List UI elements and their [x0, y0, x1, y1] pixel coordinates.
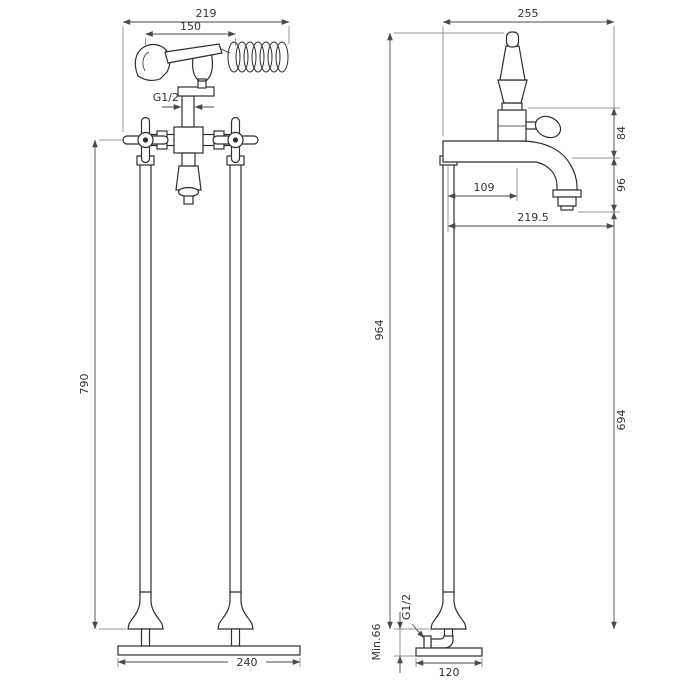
side-view-dimensions: 255 84 96 694 109 219.5 964 G1/2 Min.66 [370, 7, 628, 679]
left-cross-handle [122, 116, 169, 164]
front-spout-aerator [183, 195, 194, 205]
front-view [117, 41, 301, 656]
left-pipe-tail [140, 628, 151, 647]
body-collar-side [501, 102, 523, 111]
floor-mounting-plate-side [415, 647, 483, 657]
mixer-body [173, 126, 204, 154]
dim-label-inlet-thread: G1/2 [400, 594, 413, 620]
handshower-face-line [142, 51, 150, 72]
handle-stem-side [525, 121, 537, 130]
dim-label-overall-depth: 255 [518, 7, 539, 20]
shower-hose-coil [220, 41, 289, 73]
handshower-grip-side [505, 31, 520, 48]
right-riser-pipe [229, 155, 242, 595]
cradle-tee [177, 86, 215, 97]
dim-label-spout-reach: 219.5 [517, 211, 549, 224]
right-pipe-tail [230, 628, 241, 647]
floor-escutcheon-side [430, 591, 467, 630]
side-view [415, 31, 582, 657]
mixer-body-side [497, 109, 527, 142]
riser-pipe-side [442, 155, 455, 595]
left-floor-escutcheon [127, 591, 164, 630]
dim-label-handle-height: 790 [78, 374, 91, 395]
dim-label-base-width: 240 [237, 656, 258, 669]
dim-label-base-depth: 120 [439, 666, 460, 679]
front-view-dimensions: 219 150 G1/2 790 240 [78, 7, 301, 669]
front-spout-rim [177, 186, 200, 198]
lever-handle-side [534, 115, 562, 139]
handshower-cradle-side [497, 79, 528, 104]
inlet-elbow [430, 635, 454, 649]
dim-label-bend-offset: 109 [474, 181, 495, 194]
dim-label-outlet-height: 694 [615, 410, 628, 431]
spout-outlet [557, 196, 577, 207]
dim-label-overall-width: 219 [196, 7, 217, 20]
right-cross-handle [212, 116, 259, 164]
dim-label-pipe-spacing: 150 [180, 20, 201, 33]
handshower-cradle [192, 51, 213, 82]
spout-aerator [560, 205, 574, 211]
front-spout-bell [175, 165, 202, 191]
right-floor-escutcheon [217, 591, 254, 630]
spout-outlet-flange [552, 189, 582, 198]
dim-label-min-floor-depth: Min.66 [370, 623, 383, 660]
handshower-handle [164, 43, 223, 64]
dim-label-spout-to-outlet: 96 [615, 178, 628, 192]
left-riser-pipe [139, 155, 152, 595]
handshower-side [499, 45, 526, 81]
floor-mounting-plate [117, 645, 301, 656]
front-spout-neck [181, 152, 196, 167]
tub-spout [442, 140, 578, 191]
dim-label-shower-thread: G1/2 [153, 91, 179, 104]
dim-label-handle-to-spout: 84 [615, 126, 628, 140]
cradle-stem [197, 78, 207, 89]
dim-label-overall-height: 964 [373, 320, 386, 341]
shower-outlet-stub [181, 95, 195, 128]
handshower-head [134, 43, 171, 82]
